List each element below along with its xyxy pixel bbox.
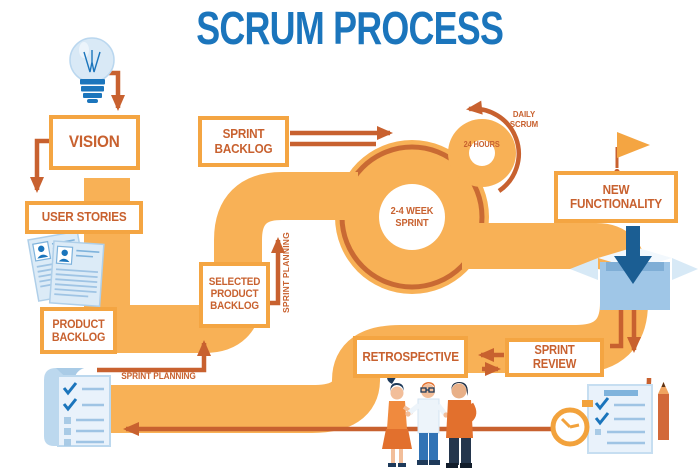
review-document-icon bbox=[550, 382, 669, 454]
pencil-icon bbox=[658, 382, 669, 440]
sprint-backlog-box: SPRINT BACKLOG bbox=[198, 116, 289, 167]
vision-box: VISION bbox=[49, 115, 140, 170]
flag-icon bbox=[614, 132, 650, 175]
sprint-circle-center bbox=[379, 184, 445, 250]
user-story-cards-icon bbox=[27, 230, 105, 308]
team-members-illustration bbox=[382, 370, 477, 468]
daily-scrum-label: DAILY SCRUM bbox=[509, 109, 539, 129]
daily-scrum-arrow bbox=[466, 100, 521, 193]
24-hours-label: 24 HOURS bbox=[463, 140, 501, 149]
line-box-to-review bbox=[610, 306, 624, 349]
arrow-sprint-planning-bottom bbox=[97, 340, 211, 373]
checklist-scroll-icon bbox=[44, 368, 111, 447]
daily-scrum-curl-hole bbox=[469, 140, 495, 166]
stopwatch-crown bbox=[582, 400, 593, 407]
sprint-planning-bottom-label: SPRINT PLANNING bbox=[121, 371, 196, 381]
arrow-sprint-planning-up bbox=[270, 237, 285, 306]
new-functionality-box: NEW FUNCTIONALITY bbox=[554, 171, 678, 223]
sprint-review-box: SPRINT REVIEW bbox=[505, 338, 604, 377]
selected-product-backlog-box: SELECTED PRODUCT BACKLOG bbox=[199, 262, 270, 328]
band-circle-right bbox=[462, 223, 647, 305]
product-backlog-box: PRODUCT BACKLOG bbox=[40, 307, 117, 354]
sprint-planning-vertical-label: SPRINT PLANNING bbox=[281, 232, 291, 313]
down-arrow-icon bbox=[614, 226, 652, 284]
sprint-duration-label: 2-4 WEEK SPRINT bbox=[390, 206, 434, 229]
page-title: SCRUM PROCESS bbox=[196, 2, 505, 54]
retrospective-box: RETROSPECTIVE bbox=[353, 336, 468, 378]
arrow-vision-to-user-stories bbox=[30, 138, 49, 193]
user-stories-box: USER STORIES bbox=[25, 201, 143, 234]
lightbulb-icon bbox=[69, 37, 115, 103]
delivery-box-icon bbox=[570, 226, 698, 310]
